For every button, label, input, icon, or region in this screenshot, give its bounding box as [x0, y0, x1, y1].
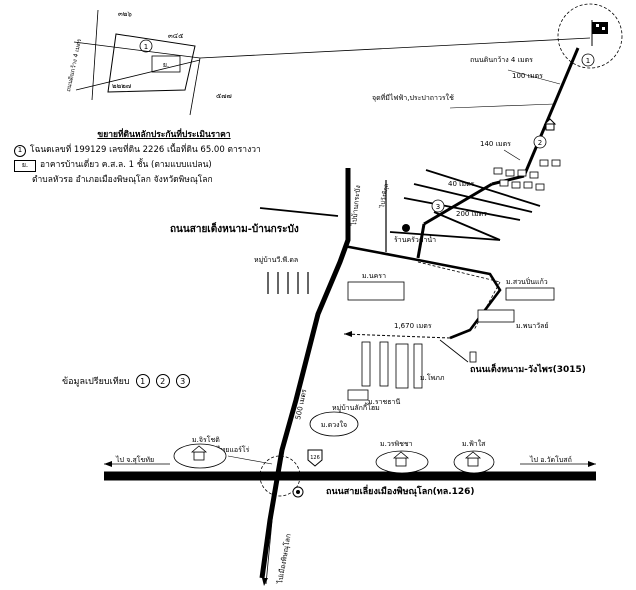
- comparable-marker-2-label: 2: [538, 139, 542, 147]
- housing-cluster: [493, 159, 561, 191]
- road-to-wangphai-label: ไปวังพิกุล: [378, 183, 390, 210]
- comparable-marker-3: [431, 199, 445, 213]
- village-pv-lines: [267, 272, 309, 294]
- parcel-inset: [73, 9, 591, 116]
- traffic-light-icon: [292, 486, 304, 498]
- village-jirachote: [173, 443, 227, 469]
- distance-1670: 1,670 เมตร: [394, 322, 432, 330]
- legend-marker-1: 1: [14, 144, 26, 157]
- distance-140: 140 เมตร: [480, 140, 511, 148]
- comparison-marker-3: 3: [175, 374, 190, 388]
- side-roads: [389, 169, 541, 241]
- legend-row-building: ย. อาคารบ้านเดี่ยว ค.ส.ล. 1 ชั้น (ตามแบบ…: [14, 158, 314, 173]
- highway-label: ถนนสายเลี่ยงเมืองพิษณุโลก(ทล.126): [326, 484, 475, 497]
- intersection-circle: [259, 455, 301, 497]
- parcel-marker-label: 1: [144, 43, 148, 51]
- plot-number-right: ๕๗๗: [216, 92, 232, 100]
- comparison-marker-1: 1: [135, 374, 150, 388]
- main-road-ns: [259, 168, 351, 579]
- village-rachathani-label: ม.ราชธานี: [368, 398, 400, 406]
- village-pv-label: หมู่บ้านวี.พี.ดล: [254, 256, 298, 264]
- to-phitsanulok-label: ไปเมืองพิษณุโลก: [275, 533, 293, 585]
- comparison-label: ข้อมูลเปรียบเทียบ: [62, 377, 130, 387]
- highway-shield-icon: [307, 449, 323, 467]
- legend-heading: ขยายที่ดินหลักประกันที่ประเมินราคา: [97, 130, 231, 140]
- legend-deed-text: โฉนดเลขที่ 199129 เลขที่ดิน 2226 เนื้อที…: [30, 145, 261, 155]
- village-worapichaya-label: ม.วรพิชชา: [380, 440, 413, 448]
- village-fasai-label: ม.ฟ้าใส: [462, 439, 486, 448]
- parcel-marker: [139, 39, 153, 53]
- plot-number-top: ๓๒๖: [118, 10, 132, 18]
- comparable-marker-3-label: 3: [436, 203, 440, 211]
- dirt-road: [416, 47, 580, 259]
- road-to-ban-krabang-label: ไปบ้านกระบัง: [349, 185, 362, 227]
- village-nakhon-label: ม.นครา: [362, 272, 386, 280]
- plot-number-bottom: ๒๒๒๗: [112, 82, 131, 90]
- legend-location-text: ตำบลหัวรอ อำเภอเมืองพิษณุโลก จังหวัดพิษณ…: [32, 175, 213, 185]
- village-phophan-label: ม.โพภภ: [420, 373, 445, 382]
- comparison-legend: ข้อมูลเปรียบเทียบ 1 2 3: [62, 374, 190, 388]
- shop-icon: [402, 224, 410, 232]
- house-icon: [543, 118, 557, 131]
- village-tuangchai-label: ม.ดวงใจ: [321, 420, 347, 429]
- subject-marker-label: 1: [586, 57, 590, 65]
- distance-200: 200 เมตร: [456, 210, 487, 218]
- comparable-marker-2: [533, 135, 547, 149]
- flag-icon: [591, 20, 608, 46]
- village-suanpinkaew-label: ม.สวนปิ่นแก้ว: [506, 277, 548, 286]
- plot-road-side-label: ถนนดินกว้าง 4 เมตร: [65, 37, 83, 92]
- utility-point-label: จุดที่มีไฟฟ้า,ประปาถาวรใช้: [372, 93, 454, 102]
- village-worapichaya: [375, 450, 429, 474]
- distance-100: 100 เมตร: [512, 72, 543, 80]
- legend-marker-house: ย.: [14, 159, 36, 172]
- village-tuangchai: [309, 411, 359, 437]
- plot-number-top-right: ๓๔๕: [168, 32, 183, 40]
- legend: ขยายที่ดินหลักประกันที่ประเมินราคา 1 โฉน…: [14, 128, 314, 188]
- legend-building-text: อาคารบ้านเดี่ยว ค.ส.ล. 1 ชั้น (ตามแบบแปล…: [40, 160, 212, 170]
- shop-label: ร้านครัวตำน้ำ: [394, 233, 436, 244]
- dirt-road-label: ถนนดินกว้าง 4 เมตร: [470, 56, 533, 64]
- village-fasai: [453, 450, 495, 474]
- to-watbot-label: ไป อ.วัดโบสถ์: [529, 455, 572, 464]
- subject-location-circle: [557, 3, 623, 69]
- village-phanawan-label: ม.พนาวัลย์: [516, 322, 549, 330]
- legend-row-location: ตำบลหัวรอ อำเภอเมืองพิษณุโลก จังหวัดพิษณ…: [14, 173, 314, 188]
- distance-40: 40 เมตร: [448, 180, 475, 188]
- house-marker: ย.: [163, 61, 169, 69]
- village-lucky-label: หมู่บ้านลักกี้โฮม: [332, 401, 380, 412]
- road-saiteng-label: ถนนสายเต็งหนาม-บ้านกระบัง: [170, 221, 299, 235]
- comparison-marker-2: 2: [155, 374, 170, 388]
- to-sukhothai-label: ไป จ.สุโขทัย: [115, 455, 154, 464]
- legend-row-deed: 1 โฉนดเลขที่ 199129 เลขที่ดิน 2226 เนื้อ…: [14, 143, 314, 158]
- saiteng-road: [259, 207, 339, 217]
- road-wangphai-label: ถนนเต็งหนาม-วังไพร(3015): [470, 362, 586, 375]
- subject-marker: [581, 53, 595, 67]
- village-blocks: [347, 281, 555, 401]
- highway-shield-label: 126: [310, 455, 320, 461]
- intersection-label: สี่แยกไทยแอร์โร่: [200, 445, 250, 454]
- village-jirachote-label: ม.จิรโชติ: [192, 435, 220, 444]
